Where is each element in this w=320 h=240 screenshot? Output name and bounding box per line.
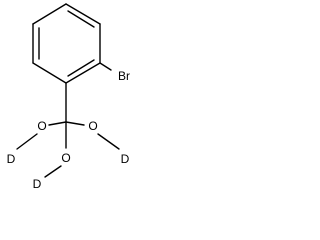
chemical-structure: Br O D O D O D — [0, 0, 149, 192]
left-oxygen-label: O — [37, 119, 46, 133]
bond-right-oxygen-to-deuterium — [97, 133, 120, 150]
ring-bond-top-right — [65, 3, 101, 25]
canvas-background — [0, 0, 149, 192]
bottom-oxygen-label: O — [61, 151, 70, 165]
ring-bond-bottom-right — [65, 62, 101, 84]
bottom-deuterium-label: D — [33, 177, 42, 191]
right-oxygen-label: O — [88, 119, 97, 133]
ring-bond-top-left — [32, 3, 67, 25]
left-deuterium-label: D — [7, 152, 16, 166]
benzene-ring — [32, 3, 101, 84]
bond-ring-to-bromine — [99, 62, 112, 71]
bond-bottom-oxygen-to-deuterium — [44, 165, 62, 178]
ring-double-bond-inner-bottom-right — [67, 59, 95, 77]
right-deuterium-label: D — [121, 152, 130, 166]
ring-double-bond-inner-top-right — [67, 10, 95, 28]
bromine-label: Br — [118, 69, 130, 83]
bond-carbon-to-right-oxygen — [65, 121, 85, 126]
bond-carbon-to-left-oxygen — [48, 121, 67, 126]
bond-left-oxygen-to-deuterium — [16, 133, 38, 150]
ring-bond-bottom-left — [32, 62, 67, 84]
